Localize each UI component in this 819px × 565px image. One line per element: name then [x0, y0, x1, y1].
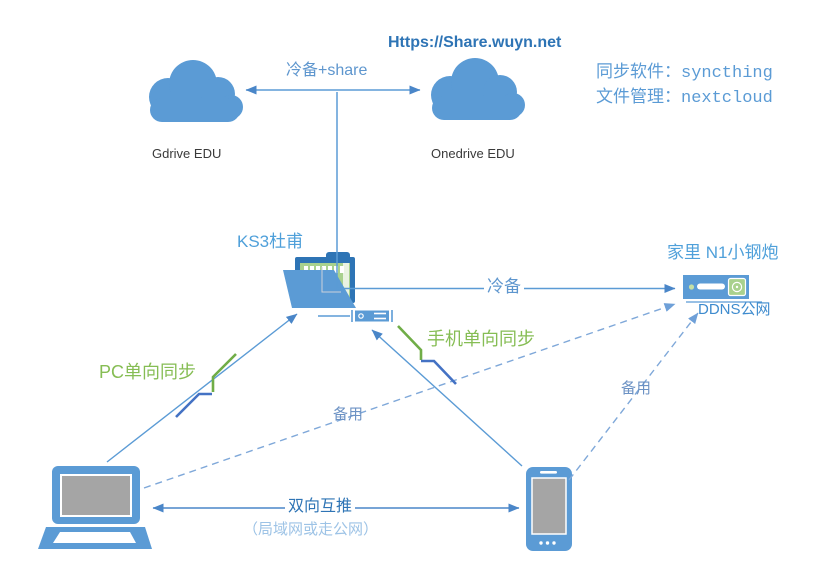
edge-backup-laptop-n1-line: [143, 303, 676, 489]
smartphone-icon: [526, 467, 572, 551]
nas-folder-icon: [283, 252, 356, 308]
info-file-manager: 文件管理：nextcloud: [596, 89, 773, 108]
laptop-icon: [38, 466, 152, 549]
mutual-push-label: 双向互推: [285, 498, 356, 517]
share-url: Https://Share.wuyn.net: [388, 34, 562, 51]
ddns-label: DDNS公网: [698, 301, 771, 318]
cold-backup-label: 冷备: [484, 277, 524, 297]
elbow-accent-line: [321, 267, 341, 293]
nas-label: KS3杜甫: [237, 232, 304, 251]
info-sync-software: 同步软件：syncthing: [596, 64, 773, 83]
n1-device-icon: [683, 275, 762, 303]
pc-sync-label: PC单向同步: [99, 362, 197, 382]
backup-left-label: 备用: [333, 406, 364, 423]
onedrive-cloud-icon: [431, 58, 525, 120]
phone-sync-direction-icon: [397, 325, 457, 385]
phone-sync-label: 手机单向同步: [427, 329, 535, 349]
edge-cold-backup-line: [336, 92, 676, 293]
onedrive-label: Onedrive EDU: [431, 146, 515, 161]
usb-drive-icon: [318, 310, 393, 322]
backup-right-label: 备用: [621, 380, 652, 397]
pc-sync-direction-icon: [175, 353, 237, 418]
edge-phone-sync-line: [371, 329, 523, 467]
edge-pc-sync-line: [106, 313, 298, 463]
mutual-push-note: （局域网或走公网）: [243, 521, 379, 538]
cloud-link-label: 冷备+share: [286, 62, 368, 79]
gdrive-cloud-icon: [149, 60, 243, 122]
gdrive-label: Gdrive EDU: [152, 146, 222, 161]
n1-label: 家里 N1小钢炮: [667, 243, 779, 262]
